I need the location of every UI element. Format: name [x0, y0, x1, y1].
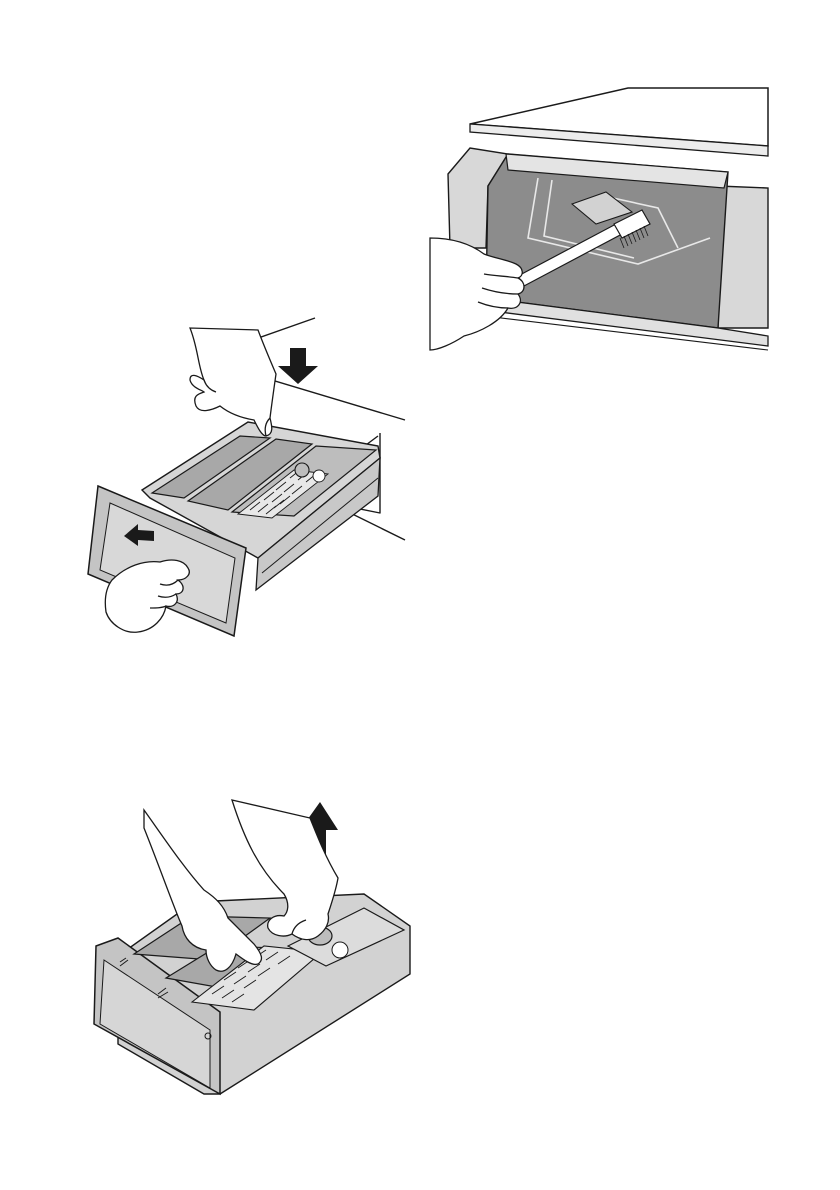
machine-front-edge	[265, 378, 405, 420]
recess-cleaning-illustration	[428, 88, 770, 376]
figure-insert-removal	[74, 798, 410, 1094]
insert-removal-illustration	[74, 798, 410, 1094]
drawer-removal-illustration	[80, 318, 410, 653]
flower-symbol-2	[332, 942, 348, 958]
down-arrow	[278, 348, 318, 384]
figure-recess-cleaning	[428, 88, 770, 376]
removed-drawer	[94, 894, 410, 1094]
pressing-hand	[190, 328, 276, 436]
flower-symbol	[313, 470, 325, 482]
siphon-cap	[295, 463, 309, 477]
figure-drawer-removal	[80, 318, 410, 653]
